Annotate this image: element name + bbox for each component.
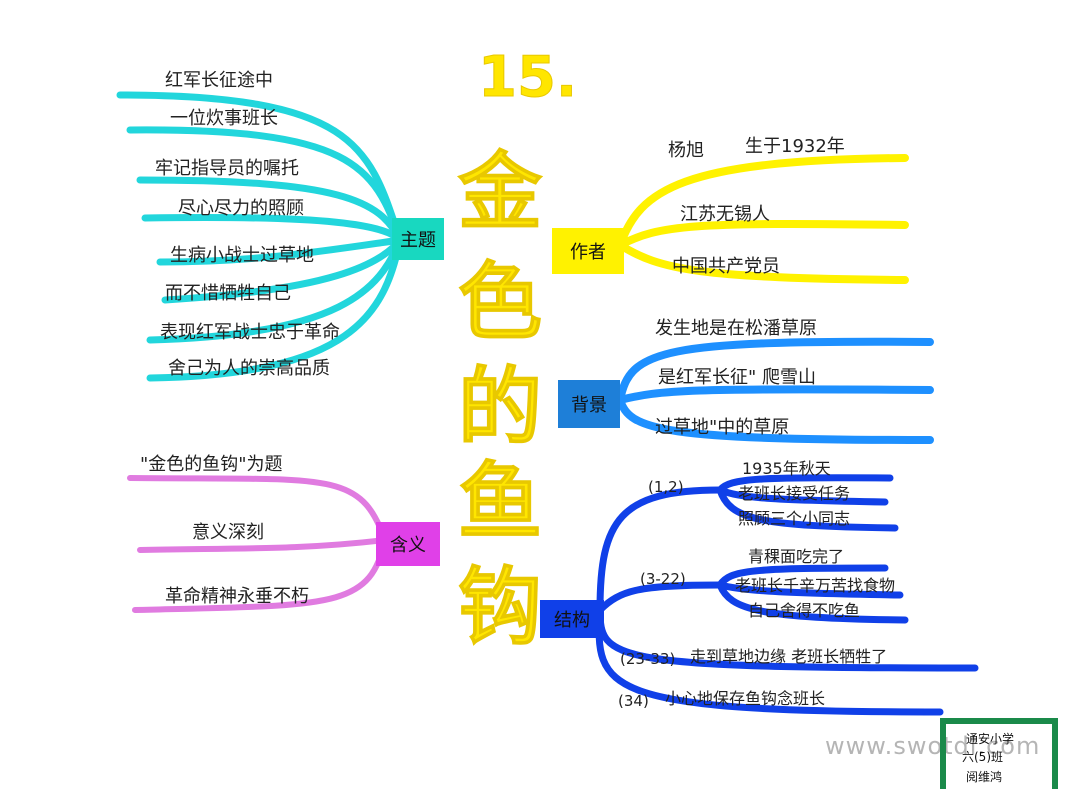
author-item: 生于1932年: [745, 136, 845, 157]
author-item: 江苏无锡人: [680, 204, 770, 225]
background-item: 发生地是在松潘草原: [655, 318, 817, 339]
structure-node: 结构: [554, 610, 590, 631]
author-item: 中国共产党员: [672, 256, 780, 277]
theme-item: 而不惜牺牲自己: [165, 283, 291, 304]
background-node-box: [558, 380, 620, 428]
stamp-line: 通安小学: [966, 732, 1015, 746]
background-node: 背景: [571, 395, 607, 416]
meaning-node-box: [376, 522, 440, 566]
structure-item: 自己舍得不吃鱼: [748, 601, 861, 620]
theme-node-box: [392, 218, 444, 260]
theme-item: 表现红军战士忠于革命: [160, 322, 340, 343]
structure-item: 青稞面吃完了: [748, 547, 845, 566]
author-branches: [616, 154, 909, 284]
meaning-item: 革命精神永垂不朽: [165, 586, 309, 607]
theme-item: 一位炊事班长: [170, 108, 278, 129]
theme-item: 生病小战士过草地: [170, 245, 314, 266]
structure-item: 照顾三个小同志: [738, 509, 851, 528]
author-node: 作者: [570, 242, 606, 263]
structure-range: (34): [618, 692, 649, 710]
background-branches: [616, 337, 934, 444]
stamp-line: 阅维鸿: [966, 770, 1003, 784]
stamp-line: 六(5)班: [962, 750, 1003, 764]
structure-item: 小心地保存鱼钩念班长: [665, 689, 826, 708]
background-item: 过草地"中的草原: [655, 417, 790, 438]
structure-node-box: [540, 600, 604, 638]
title-char-3: 的: [457, 358, 543, 456]
structure-branches: [595, 474, 979, 716]
structure-item: 走到草地边缘 老班长牺牲了: [690, 647, 888, 666]
structure-range: (1,2): [648, 478, 684, 496]
author-node-box: [552, 228, 624, 274]
title-char-4: 鱼: [457, 453, 543, 551]
meaning-item: "金色的鱼钩"为题: [140, 454, 283, 475]
structure-item: 老班长千辛万苦找食物: [735, 576, 896, 595]
structure-item: 1935年秋天: [742, 459, 831, 478]
theme-item: 红军长征途中: [165, 70, 273, 91]
title-number: 15.: [477, 45, 578, 110]
class-stamp: 通安小学 六(5)班 阅维鸿: [940, 718, 1058, 789]
background-item: 是红军长征" 爬雪山: [658, 367, 817, 388]
theme-item: 尽心尽力的照顾: [178, 198, 304, 219]
theme-node: 主题: [400, 230, 436, 251]
theme-item: 牢记指导员的嘱托: [155, 158, 299, 179]
meaning-node: 含义: [390, 535, 426, 556]
structure-item: 老班长接受任务: [738, 484, 851, 503]
title-char-5: 钩: [457, 558, 543, 656]
watermark: www.swotdi.com: [825, 732, 1041, 760]
structure-range: (23-33): [620, 650, 676, 668]
author-item: 杨旭: [668, 140, 704, 161]
theme-item: 舍己为人的崇高品质: [168, 358, 330, 379]
title-char-1: 金: [457, 143, 543, 241]
structure-range: (3-22): [640, 570, 686, 588]
meaning-item: 意义深刻: [192, 522, 264, 543]
title-char-2: 色: [457, 253, 543, 351]
